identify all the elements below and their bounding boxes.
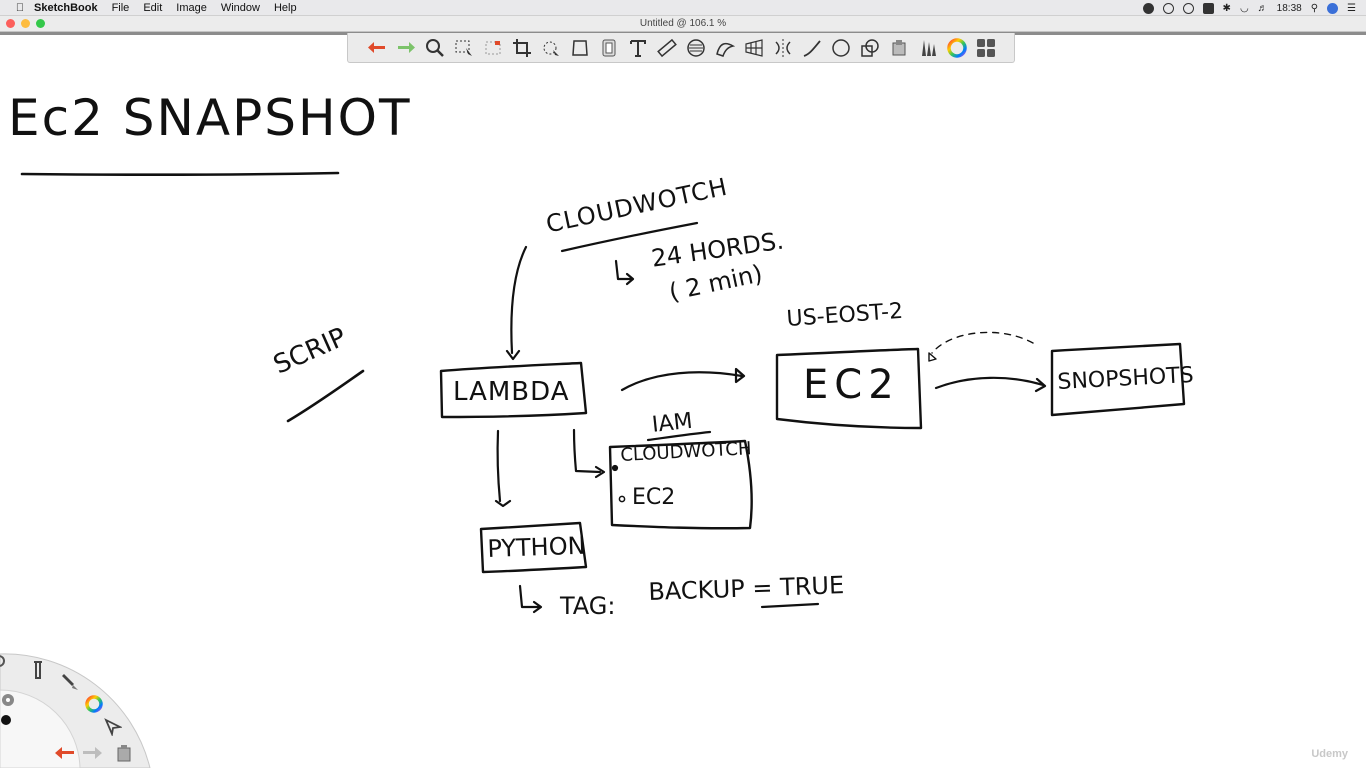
- menu-image[interactable]: Image: [176, 1, 207, 14]
- tag-hook: [518, 584, 543, 614]
- status-icon-cloud[interactable]: [1162, 2, 1174, 14]
- symmetry-icon[interactable]: [768, 35, 797, 61]
- status-icon-app[interactable]: [1202, 2, 1214, 14]
- french-curve-icon[interactable]: [710, 35, 739, 61]
- schedule-hook: [614, 259, 635, 286]
- volume-icon[interactable]: ♬: [1257, 2, 1268, 14]
- status-area: ✱ ◡ ♬ 18:38 ⚲ ☰: [1142, 0, 1356, 16]
- lagoon-redo-icon[interactable]: [81, 744, 105, 768]
- title: Ec2 SNAPSHOT: [8, 89, 412, 147]
- lagoon-brush-icon[interactable]: [60, 672, 84, 696]
- oval-icon[interactable]: [826, 35, 855, 61]
- zoom-icon[interactable]: [420, 35, 449, 61]
- lagoon-opacity-indicator[interactable]: [0, 714, 24, 738]
- cloudwatch-to-lambda-arrow: [510, 245, 528, 355]
- title-underline: [20, 171, 340, 176]
- lagoon-radial-menu: [0, 640, 160, 768]
- menu-help[interactable]: Help: [273, 1, 297, 14]
- lambda-to-python-arrow: [496, 429, 502, 503]
- ec2-to-snapshots-arrow: [934, 376, 1045, 390]
- crop-icon[interactable]: [507, 35, 536, 61]
- udemy-watermark: Udemy: [1311, 748, 1348, 760]
- tag-value: BACKUP = TRUE: [647, 571, 845, 606]
- menu-file[interactable]: File: [111, 1, 130, 14]
- lagoon-layers-icon[interactable]: [28, 660, 52, 684]
- window-title-bar: Untitled @ 106.1 %: [0, 16, 1366, 32]
- toolbar: [347, 33, 1015, 63]
- select-icon[interactable]: [449, 35, 478, 61]
- lambda-label: LAMBDA: [453, 377, 570, 407]
- ec2-label: EC2: [803, 362, 900, 408]
- status-icon-record[interactable]: [1142, 2, 1154, 14]
- perspective-icon[interactable]: [739, 35, 768, 61]
- iam-item-ec2: EC2: [632, 485, 676, 510]
- tag-label: TAG:: [560, 592, 616, 620]
- minimize-window-button[interactable]: [21, 19, 30, 28]
- lagoon-select-icon[interactable]: [104, 718, 128, 742]
- iam-box: [608, 439, 753, 530]
- lasso-select-icon[interactable]: [478, 35, 507, 61]
- lagoon-undo-icon[interactable]: [54, 744, 78, 768]
- lagoon-color-wheel-icon[interactable]: [84, 694, 108, 718]
- lambda-to-ec2-arrow: [620, 371, 744, 392]
- cloudwatch-underline: [560, 221, 699, 253]
- ec2-box: [775, 347, 923, 430]
- search-icon[interactable]: ⚲: [1310, 2, 1319, 14]
- ruler-icon[interactable]: [652, 35, 681, 61]
- transform-icon[interactable]: [565, 35, 594, 61]
- menu-window[interactable]: Window: [220, 1, 260, 14]
- status-icon-sync[interactable]: [1182, 2, 1194, 14]
- line-icon[interactable]: [797, 35, 826, 61]
- ellipse-guide-icon[interactable]: [681, 35, 710, 61]
- shapes-icon[interactable]: [855, 35, 884, 61]
- lambda-box: [439, 361, 588, 419]
- lagoon-settings-icon[interactable]: [0, 654, 16, 678]
- iam-label: IAM: [650, 408, 694, 438]
- lagoon-brush-size-indicator[interactable]: [0, 692, 24, 716]
- clock[interactable]: 18:38: [1276, 2, 1302, 14]
- lambda-to-iam-arrow: [572, 428, 602, 474]
- undo-icon[interactable]: [362, 35, 391, 61]
- drawing-canvas[interactable]: Ec2 SNAPSHOT SCRIP CLOUDWOTCH 24 HORDS. …: [0, 35, 1366, 768]
- iam-underline: [646, 430, 712, 442]
- zoom-window-button[interactable]: [36, 19, 45, 28]
- color-wheel-icon[interactable]: [942, 35, 971, 61]
- true-underline: [760, 602, 820, 609]
- wifi-icon[interactable]: ◡: [1239, 2, 1249, 14]
- lagoon-background: [0, 653, 151, 768]
- app-menu[interactable]: SketchBook: [34, 1, 98, 14]
- snapshots-box: [1050, 342, 1186, 417]
- notification-center-icon[interactable]: ☰: [1347, 2, 1356, 14]
- copic-icon[interactable]: [884, 35, 913, 61]
- window-title: Untitled @ 106.1 %: [639, 18, 727, 29]
- redo-icon[interactable]: [391, 35, 420, 61]
- python-label: PYTHON: [486, 531, 587, 563]
- brush-library-icon[interactable]: [913, 35, 942, 61]
- bluetooth-icon[interactable]: ✱: [1222, 2, 1231, 14]
- menu-edit[interactable]: Edit: [143, 1, 163, 14]
- brush-palette-icon[interactable]: [971, 35, 1000, 61]
- text-icon[interactable]: [623, 35, 652, 61]
- snapshots-to-ec2-dashed-arrow: [931, 331, 1034, 354]
- handwritten-strokes: [20, 171, 1186, 614]
- script-underline: [286, 369, 365, 423]
- close-window-button[interactable]: [6, 19, 15, 28]
- menu-bar:  SketchBook File Edit Image Window Help…: [0, 0, 1366, 16]
- distort-icon[interactable]: [536, 35, 565, 61]
- apple-menu-icon[interactable]: : [14, 2, 26, 14]
- siri-icon[interactable]: [1327, 2, 1339, 14]
- python-box: [479, 521, 588, 574]
- lagoon-copic-icon[interactable]: [116, 744, 140, 768]
- layer-copy-icon[interactable]: [594, 35, 623, 61]
